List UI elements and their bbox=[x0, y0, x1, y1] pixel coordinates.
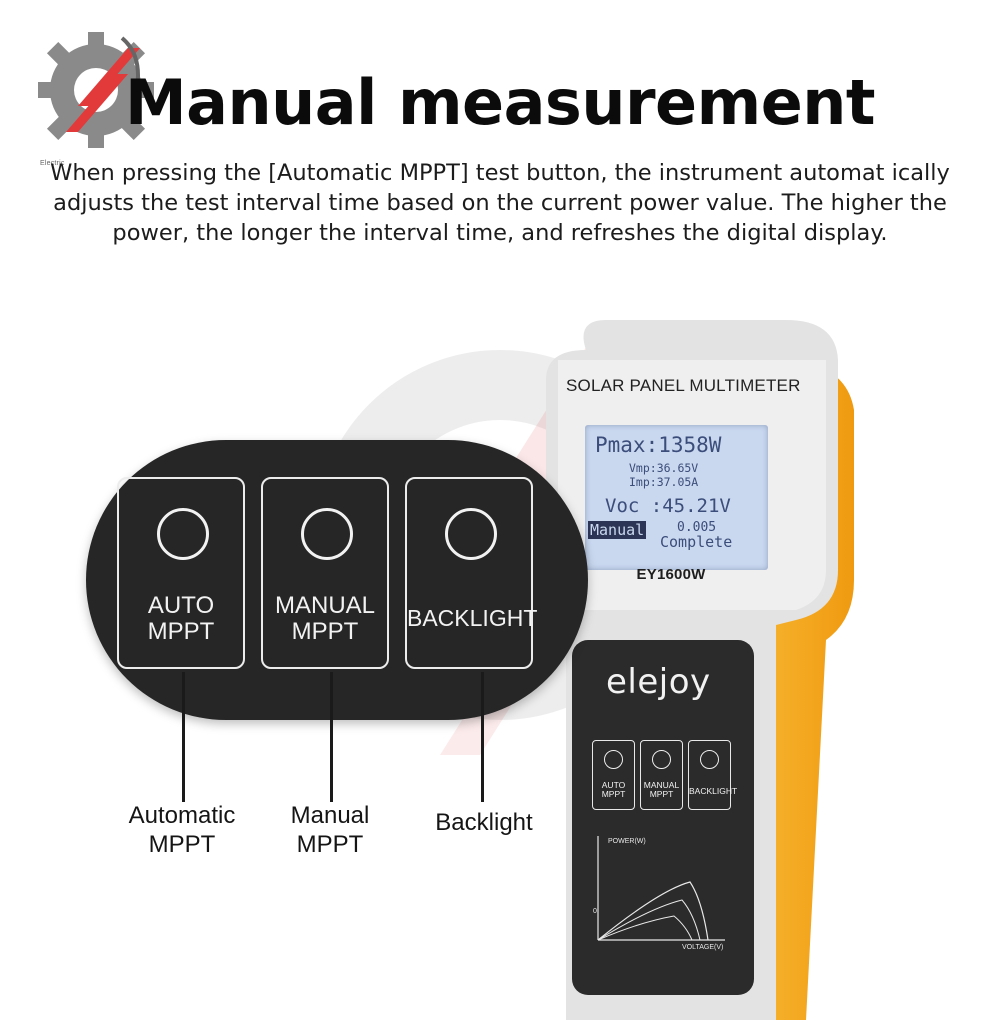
backlight-button[interactable]: BACKLIGHT bbox=[405, 477, 538, 669]
manual-mppt-button[interactable]: MANUAL MPPT bbox=[261, 477, 389, 669]
device-auto-mppt-button[interactable]: AUTO MPPT bbox=[592, 740, 635, 810]
button-panel-closeup: AUTO MPPT MANUAL MPPT BACKLIGHT bbox=[86, 440, 588, 720]
callout-line bbox=[481, 672, 484, 802]
callout-line bbox=[330, 672, 333, 802]
graph-x-label: VOLTAGE(V) bbox=[682, 944, 724, 951]
lcd-voc: Voc :45.21V bbox=[605, 495, 731, 517]
page-title: Manual measurement bbox=[124, 66, 876, 139]
button-label: MANUAL MPPT bbox=[643, 780, 680, 799]
button-ring-icon bbox=[652, 750, 671, 769]
button-ring-icon bbox=[445, 508, 497, 560]
button-label: AUTO MPPT bbox=[601, 780, 626, 799]
device-header: SOLAR PANEL MULTIMETER bbox=[566, 376, 801, 395]
device-backlight-button[interactable]: BACKLIGHT bbox=[688, 740, 738, 810]
logo-caption: Electric bbox=[40, 160, 65, 167]
device-manual-mppt-button[interactable]: MANUAL MPPT bbox=[640, 740, 683, 810]
brand-logo bbox=[38, 32, 154, 148]
callout-line bbox=[182, 672, 185, 802]
graph-y-label: POWER(W) bbox=[608, 838, 646, 845]
button-ring-icon bbox=[301, 508, 353, 560]
button-ring-icon bbox=[700, 750, 719, 769]
device-model: EY1600W bbox=[636, 566, 706, 583]
lcd-value: 0.005 bbox=[677, 520, 717, 535]
auto-mppt-button[interactable]: AUTO MPPT bbox=[117, 477, 245, 669]
button-ring-icon bbox=[157, 508, 209, 560]
lcd-vmp: Vmp:36.65V bbox=[629, 461, 699, 475]
lcd-display: Pmax:1358W Vmp:36.65V Imp:37.05A Voc :45… bbox=[585, 425, 768, 570]
callout-label-auto: Automatic MPPT bbox=[128, 802, 236, 858]
lcd-status: Complete bbox=[660, 533, 733, 551]
device-brand: elejoy bbox=[606, 662, 711, 702]
lcd-imp: Imp:37.05A bbox=[629, 475, 699, 489]
button-label: AUTO MPPT bbox=[147, 592, 215, 645]
button-ring-icon bbox=[604, 750, 623, 769]
button-label: BACKLIGHT bbox=[689, 786, 738, 796]
button-label: BACKLIGHT bbox=[407, 605, 538, 631]
lcd-mode: Manual bbox=[588, 521, 647, 539]
button-label: MANUAL MPPT bbox=[274, 592, 376, 645]
pv-curve-graph bbox=[597, 836, 725, 941]
description-text: When pressing the [Automatic MPPT] test … bbox=[50, 160, 950, 246]
callout-label-backlight: Backlight bbox=[435, 809, 533, 836]
lcd-pmax: Pmax:1358W bbox=[595, 433, 722, 457]
callout-label-manual: Manual MPPT bbox=[290, 802, 370, 858]
graph-origin: 0 bbox=[593, 908, 597, 915]
